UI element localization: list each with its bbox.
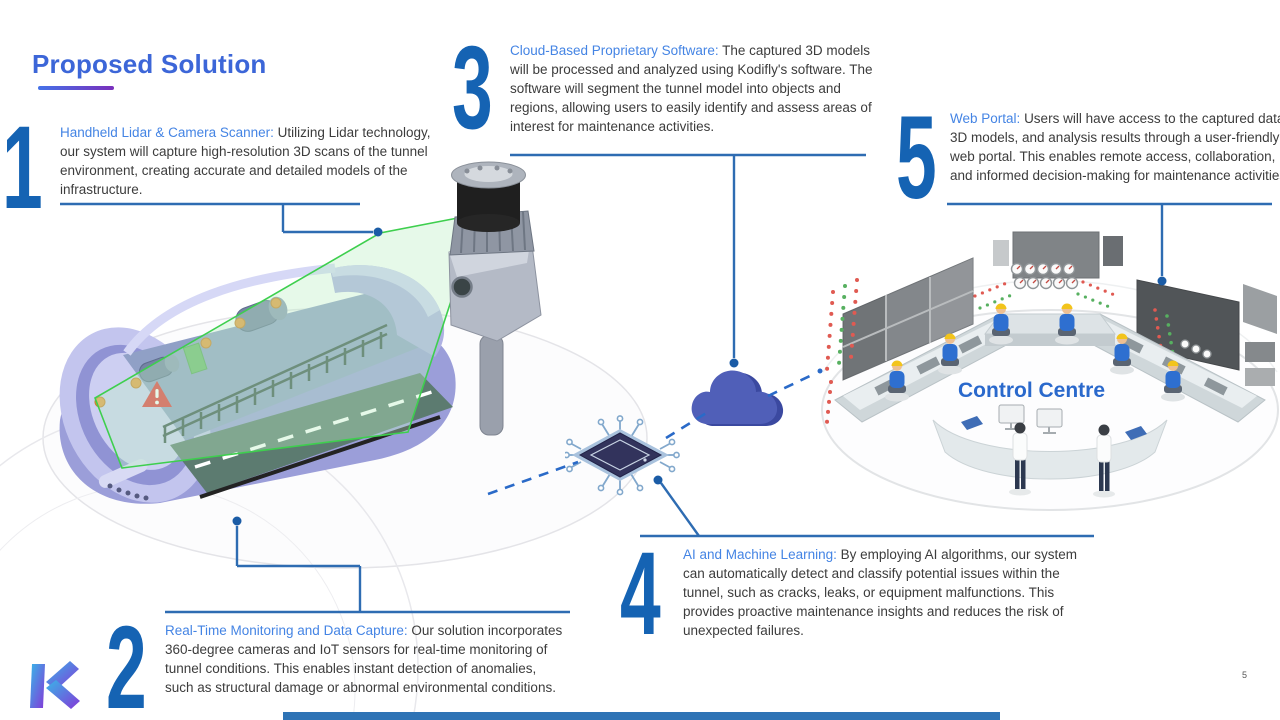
connector-3 [510, 153, 866, 358]
status-leds-left [825, 278, 859, 424]
ai-chip-icon [565, 415, 680, 496]
lidar-scanner-illustration [448, 161, 542, 436]
item-number-2: 2 [106, 602, 147, 720]
bottom-accent-bar [283, 712, 1000, 720]
status-leds-center [973, 280, 1119, 310]
data-flow-dashes [487, 372, 815, 496]
cable-tray [199, 415, 441, 499]
guardrail [162, 323, 388, 443]
tunnel-road [170, 373, 453, 493]
item-body-5: Users will have access to the captured d… [950, 111, 1280, 183]
chip-top [578, 432, 663, 478]
item-heading-4: AI and Machine Learning: [683, 547, 837, 562]
connector-4 [640, 482, 1094, 538]
item-heading-1: Handheld Lidar & Camera Scanner: [60, 125, 274, 140]
control-centre-label: Control Centre [958, 379, 1105, 402]
standing-person-right [1093, 424, 1115, 498]
laptop-left [961, 416, 983, 430]
tunnel-cut-rim [123, 263, 336, 356]
scanner-lens [451, 276, 473, 298]
page-title: Proposed Solution [32, 49, 267, 79]
page-number: 5 [1242, 670, 1248, 680]
cloud-icon [691, 370, 784, 426]
item-heading-2: Real-Time Monitoring and Data Capture: [165, 623, 408, 638]
desk-monitors [998, 404, 1063, 434]
item-text-1: Handheld Lidar & Camera Scanner: Utilizi… [60, 123, 432, 199]
opening-dots [107, 483, 149, 501]
control-centre-illustration [821, 231, 1279, 511]
standing-person-left [1009, 422, 1031, 496]
item-number-5: 5 [896, 92, 937, 224]
connector-5 [947, 202, 1272, 276]
item-number-1: 1 [2, 102, 43, 234]
kodifly-logo [30, 661, 80, 709]
item-body-1: Utilizing Lidar technology, our system w… [60, 125, 431, 197]
item-number-4: 4 [620, 528, 661, 660]
item-number-3: 3 [452, 22, 493, 154]
item-text-2: Real-Time Monitoring and Data Capture: O… [165, 621, 565, 697]
item-body-3: The captured 3D models will be processed… [510, 43, 873, 134]
item-body-4: By employing AI algorithms, our system c… [683, 547, 1077, 638]
wall-door [182, 342, 208, 375]
tunnel-illustration [59, 263, 456, 504]
tunnel-top-highlight [330, 265, 440, 317]
warning-icon [142, 381, 172, 407]
title-underline [38, 86, 114, 90]
item-text-5: Web Portal: Users will have access to th… [950, 109, 1280, 185]
laptop-right [1125, 426, 1147, 440]
item-heading-3: Cloud-Based Proprietary Software: [510, 43, 719, 58]
connector-2 [165, 526, 570, 614]
item-heading-5: Web Portal: [950, 111, 1021, 126]
item-body-2: Our solution incorporates 360-degree cam… [165, 623, 563, 695]
wall-vent-small [138, 354, 180, 383]
tunnel-back-wall [123, 290, 425, 440]
item-text-3: Cloud-Based Proprietary Software: The ca… [510, 41, 882, 136]
connector-1 [60, 202, 373, 234]
video-wall-left [842, 257, 974, 381]
item-text-4: AI and Machine Learning: By employing AI… [683, 545, 1095, 640]
